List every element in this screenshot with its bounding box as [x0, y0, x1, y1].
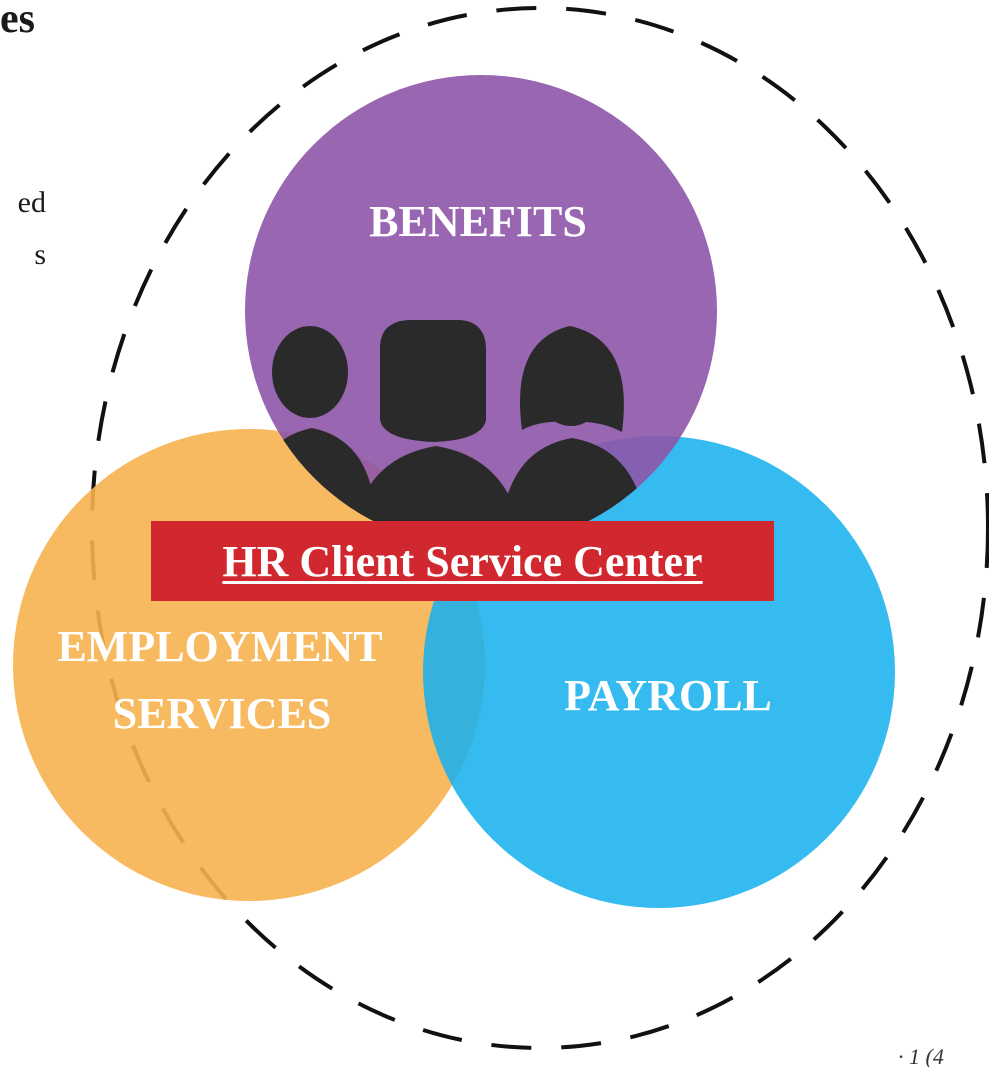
benefits-circle	[245, 75, 717, 547]
side-text-line-2: s	[34, 238, 46, 271]
footer-page-fragment: · 1 (4	[898, 1044, 944, 1067]
benefits-label: BENEFITS	[369, 197, 587, 246]
side-text-line-1: ed	[17, 186, 46, 219]
payroll-label: PAYROLL	[564, 671, 772, 720]
hr-client-service-center-banner: HR Client Service Center	[151, 521, 774, 601]
employment-services-label-line2: SERVICES	[113, 689, 332, 738]
outer-dashed-boundary	[90, 6, 989, 1050]
employment-services-label-line1: EMPLOYMENT	[57, 622, 382, 671]
slide-title-fragment: es	[0, 0, 35, 42]
hr-client-service-center-link[interactable]: HR Client Service Center	[222, 536, 703, 586]
